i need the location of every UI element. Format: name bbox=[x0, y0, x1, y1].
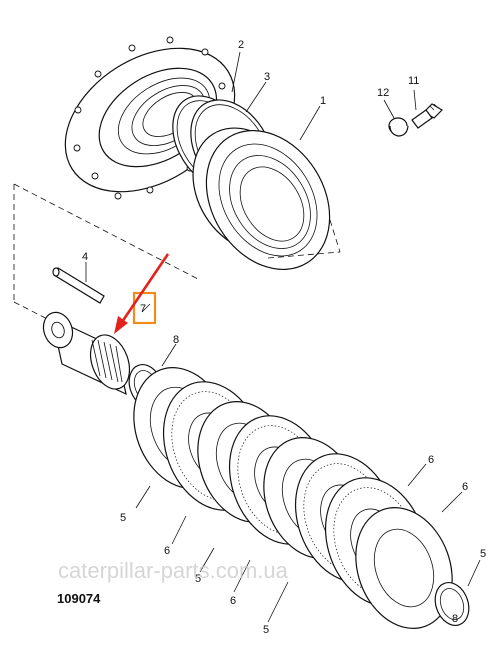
callout-12: 12 bbox=[377, 87, 389, 99]
callout-5-c: 5 bbox=[263, 624, 269, 636]
watermark: caterpillar-parts.com.ua bbox=[58, 558, 289, 583]
figure-number: 109074 bbox=[57, 591, 101, 606]
callout-1: 1 bbox=[320, 95, 326, 107]
piston bbox=[192, 127, 331, 271]
callout-6-c: 6 bbox=[230, 595, 236, 607]
highlight-box bbox=[132, 291, 157, 325]
callout-5-a: 5 bbox=[120, 512, 126, 524]
separator-plate-4 bbox=[355, 507, 453, 629]
callout-6-d: 6 bbox=[462, 481, 468, 493]
callout-5-d: 5 bbox=[480, 548, 486, 560]
callout-2: 2 bbox=[238, 39, 244, 51]
callout-8-lower: 8 bbox=[452, 613, 458, 625]
callout-8-upper: 8 bbox=[173, 334, 179, 346]
snap-ring-lower bbox=[434, 582, 470, 626]
callout-3: 3 bbox=[264, 71, 270, 83]
splined-hub bbox=[42, 311, 131, 396]
callout-6-b: 6 bbox=[164, 545, 170, 557]
screw bbox=[411, 103, 443, 129]
leader-lines bbox=[85, 51, 481, 623]
pin bbox=[52, 267, 105, 304]
callout-11: 11 bbox=[408, 75, 419, 87]
callout-6-upper: 6 bbox=[428, 454, 434, 466]
callout-5-b: 5 bbox=[195, 573, 201, 585]
highlight-arrow bbox=[114, 253, 170, 334]
highlight-callout-7: 7 bbox=[140, 303, 146, 315]
assembly-outline bbox=[13, 183, 341, 357]
plug bbox=[388, 117, 409, 137]
callout-4: 4 bbox=[82, 251, 88, 263]
